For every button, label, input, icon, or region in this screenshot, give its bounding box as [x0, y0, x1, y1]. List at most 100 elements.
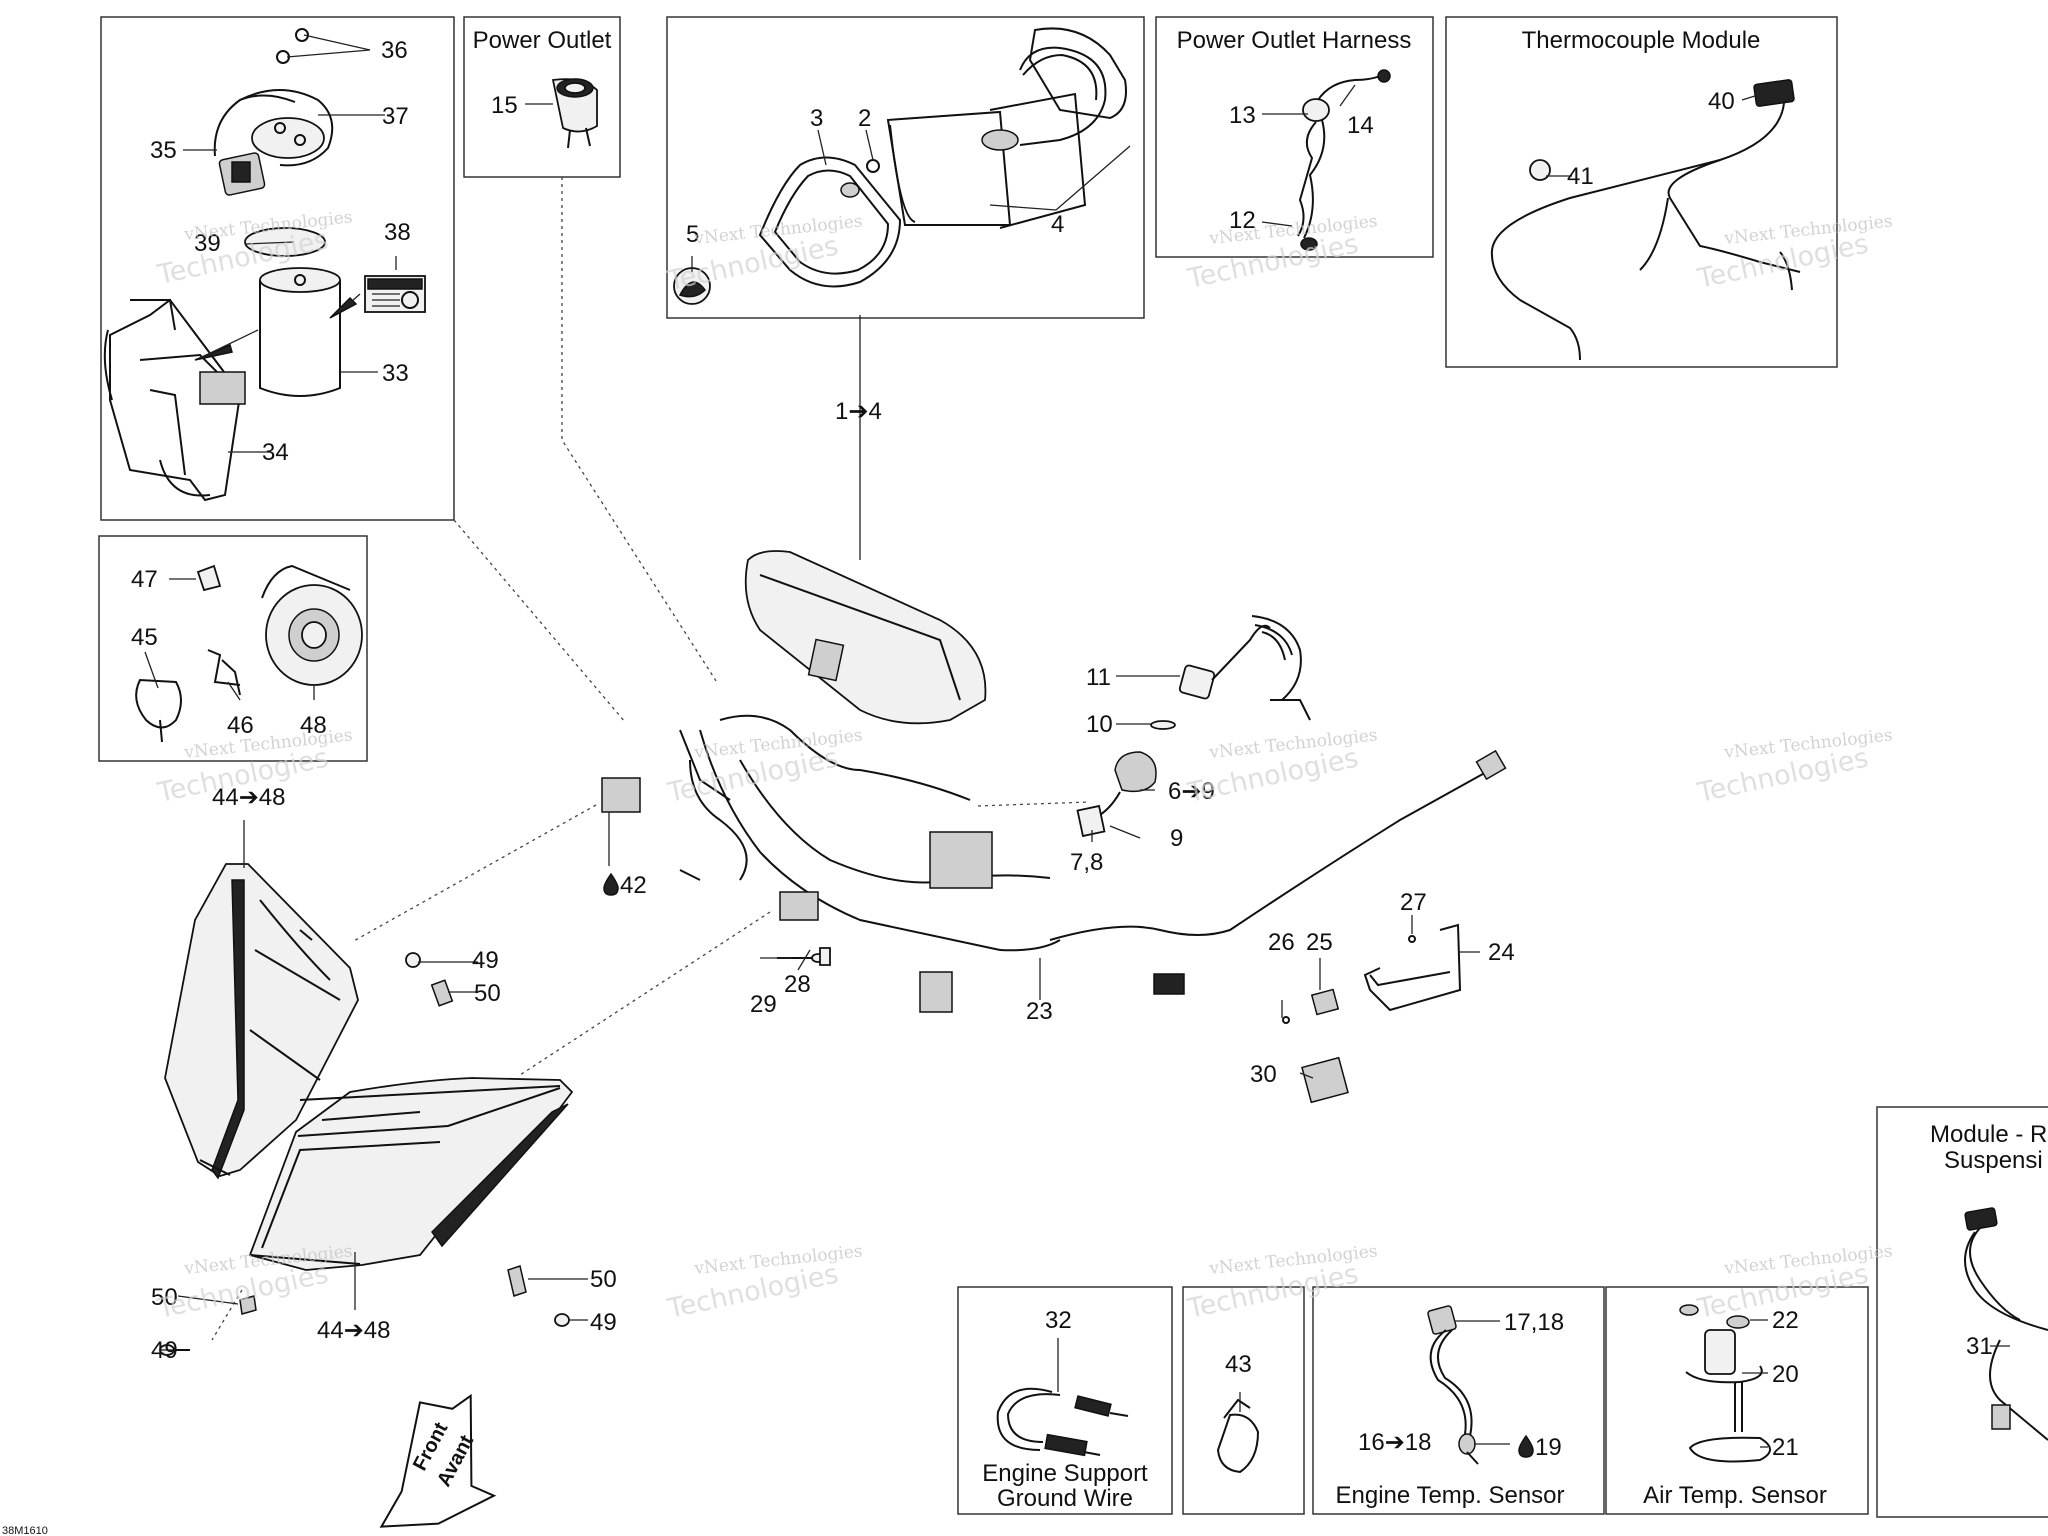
callout-17-18: 17,18 [1504, 1309, 1564, 1336]
callout-19: 19 [1535, 1434, 1562, 1461]
engine-support-ground-wire-part [996, 1387, 1129, 1457]
callout-5: 5 [686, 221, 699, 248]
guide-headlamp-to-fastener [211, 1289, 243, 1341]
callout-43: 43 [1225, 1351, 1252, 1378]
box-engine-temp-sensor [1312, 1286, 1605, 1515]
callout-40: 40 [1708, 88, 1735, 115]
thermocouple-module-part [1490, 79, 1801, 361]
callout-50-top: 50 [474, 980, 501, 1007]
guide-harness-to-headlamp-lower [519, 911, 771, 1076]
drop-icon-19 [1518, 1434, 1534, 1458]
callout-48: 48 [300, 712, 327, 739]
callout-42: 42 [620, 872, 647, 899]
callout-36: 36 [381, 37, 408, 64]
leader-lines [144, 34, 2010, 1448]
callout-33: 33 [382, 360, 409, 387]
module-suspension-title-line2: Suspensi [1944, 1147, 2043, 1174]
callout-31: 31 [1966, 1333, 1993, 1360]
callout-29: 29 [750, 991, 777, 1018]
box-headlamp-bulb [98, 535, 368, 762]
callout-4: 4 [1051, 211, 1064, 238]
callout-46: 46 [227, 712, 254, 739]
callout-12: 12 [1229, 207, 1256, 234]
main-wiring-harness [601, 714, 1507, 1013]
front-direction-arrow: Front Avant [379, 1393, 497, 1528]
power-outlet-title: Power Outlet [473, 27, 612, 54]
callout-49-top: 49 [472, 947, 499, 974]
box-clamp [1182, 1286, 1305, 1515]
drawing-reference: 38M1610 [2, 1525, 48, 1536]
clamp-part [1216, 1398, 1260, 1474]
callout-22: 22 [1772, 1307, 1799, 1334]
callout-14: 14 [1347, 112, 1374, 139]
callout-21: 21 [1772, 1434, 1799, 1461]
module-bracket [1282, 923, 1462, 1104]
callout-16-18: 16➔18 [1358, 1429, 1432, 1456]
box-ignition-coil [100, 16, 455, 521]
module-suspension-part [1964, 1207, 2048, 1441]
box-thermocouple-module [1445, 16, 1838, 368]
callout-49-right: 49 [590, 1309, 617, 1336]
engine-temp-sensor-part [1427, 1305, 1479, 1465]
power-outlet-part [551, 78, 598, 149]
callout-37: 37 [382, 103, 409, 130]
guide-harness-to-key [977, 801, 1091, 807]
guide-coil-to-harness [453, 519, 626, 723]
callout-2: 2 [858, 105, 871, 132]
callout-50-right: 50 [590, 1266, 617, 1293]
callout-15: 15 [491, 92, 518, 119]
callout-49-left: 49 [151, 1337, 178, 1364]
callout-50-left: 50 [151, 1284, 178, 1311]
gauge-assembly-exploded [673, 27, 1127, 305]
callout-1-4: 1➔4 [835, 398, 882, 425]
ignition-switch-key [1076, 615, 1311, 838]
callout-7-8: 7,8 [1070, 849, 1103, 876]
callouts: 36 37 35 39 38 33 34 15 3 2 5 4 13 14 12… [131, 37, 1993, 1461]
guide-harness-to-headlamp-upper [351, 804, 597, 943]
callout-35: 35 [150, 137, 177, 164]
callout-10: 10 [1086, 711, 1113, 738]
callout-6-9: 6➔9 [1168, 778, 1215, 805]
callout-11: 11 [1086, 664, 1111, 691]
box-power-outlet [463, 16, 621, 178]
callout-47: 47 [131, 566, 158, 593]
drop-icon-42 [603, 872, 619, 896]
callout-39: 39 [194, 230, 221, 257]
engine-support-title-line1: Engine Support [982, 1460, 1148, 1487]
callout-32: 32 [1045, 1307, 1072, 1334]
callout-25: 25 [1306, 929, 1333, 956]
main-instrument-gauge [744, 550, 987, 725]
box-engine-support-ground-wire [957, 1286, 1173, 1515]
guide-outlet-to-harness [561, 177, 719, 685]
callout-27: 27 [1400, 889, 1427, 916]
headlamp-fasteners [159, 947, 831, 1356]
box-gauge [666, 16, 1145, 319]
callout-23: 23 [1026, 998, 1053, 1025]
headlamp-assembly [164, 863, 574, 1271]
callout-45: 45 [131, 624, 158, 651]
callout-24: 24 [1488, 939, 1515, 966]
headlamp-bulb-parts [135, 564, 363, 743]
thermocouple-module-title: Thermocouple Module [1522, 27, 1761, 54]
callout-28: 28 [784, 971, 811, 998]
callout-34: 34 [262, 439, 289, 466]
callout-44-48-top: 44➔48 [212, 784, 286, 811]
box-module-suspension [1876, 1106, 2048, 1518]
callout-20: 20 [1772, 1361, 1799, 1388]
callout-41: 41 [1567, 163, 1594, 190]
callout-13: 13 [1229, 102, 1256, 129]
box-power-outlet-harness [1155, 16, 1434, 258]
callout-44-48-bottom: 44➔48 [317, 1317, 391, 1344]
callout-38: 38 [384, 219, 411, 246]
power-outlet-harness-title: Power Outlet Harness [1177, 27, 1412, 54]
air-temp-sensor-part [1679, 1304, 1771, 1463]
engine-support-title-line2: Ground Wire [997, 1485, 1133, 1512]
module-suspension-title-line1: Module - R [1930, 1121, 2047, 1148]
box-air-temp-sensor [1605, 1286, 1869, 1515]
power-outlet-harness-part [1297, 69, 1391, 251]
engine-temp-sensor-title: Engine Temp. Sensor [1335, 1482, 1564, 1509]
callout-9: 9 [1170, 825, 1183, 852]
callout-26: 26 [1268, 929, 1295, 956]
air-temp-sensor-title: Air Temp. Sensor [1643, 1482, 1827, 1509]
